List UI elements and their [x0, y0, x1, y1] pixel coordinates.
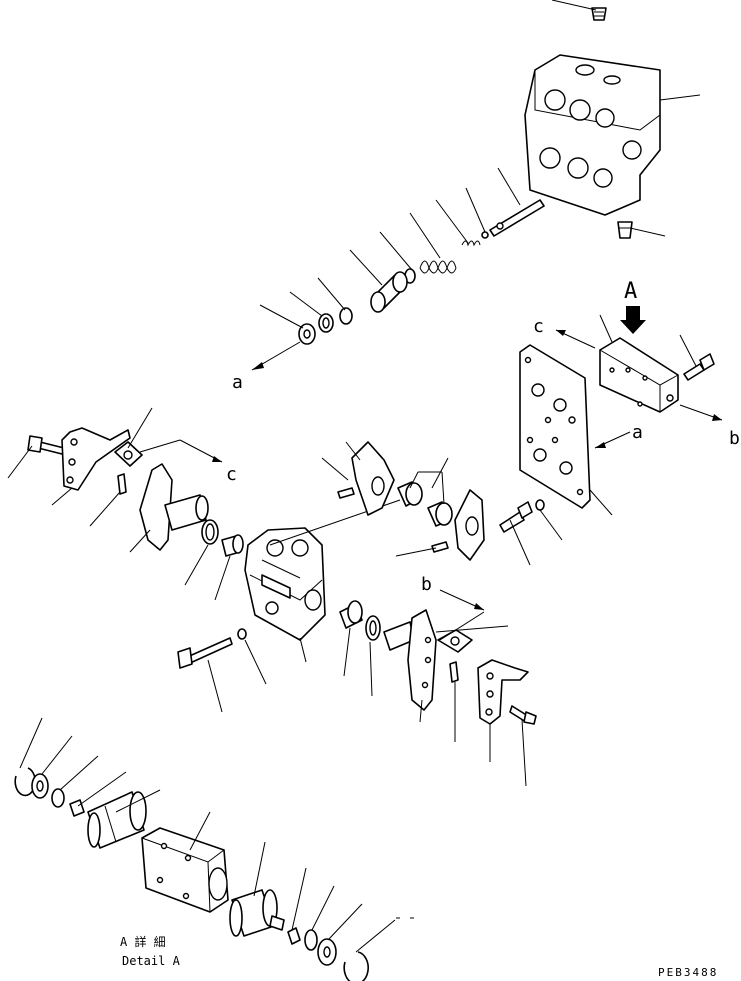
o-ring-right: [304, 929, 318, 951]
bushing-right: [339, 600, 363, 629]
center-block: [244, 527, 326, 641]
leader-lines-middle: [7, 407, 527, 787]
cartridge-left: [87, 791, 147, 849]
ref-label-a-top: a: [232, 372, 243, 393]
lever-plate-right: [477, 659, 529, 725]
seal-left: [201, 519, 219, 545]
solenoid-block: [599, 337, 679, 413]
ref-label-a-right: a: [632, 422, 643, 443]
top-plug: [591, 7, 607, 21]
spool: [489, 199, 545, 237]
leader-lines-top: [259, 0, 701, 329]
gasket-plate: [519, 344, 591, 509]
view-marker-label: A: [624, 279, 637, 304]
leader-lines-bottom: [19, 717, 396, 953]
cam-left: [114, 441, 143, 467]
cartridge-right: [229, 889, 285, 937]
ref-label-b-middle: b: [421, 574, 432, 595]
lever-plate-left: [61, 427, 131, 491]
arrow-a-top: [251, 341, 301, 371]
arrows-middle: [139, 439, 485, 641]
cap-top: [298, 323, 316, 345]
small-ball: [481, 231, 489, 239]
view-arrow: [620, 306, 646, 334]
cam-right: [437, 629, 473, 653]
snap-ring-left: [14, 767, 37, 797]
pilot-right: [287, 927, 301, 945]
rocker-lower: [454, 489, 485, 561]
washer-right: [317, 938, 337, 966]
long-bolt: [177, 637, 233, 669]
washer-plate: [535, 499, 545, 511]
leader-lines-right: [509, 314, 697, 566]
seal-top: [318, 313, 334, 333]
valve-body: [524, 54, 661, 216]
bolt-plate: [499, 501, 533, 533]
lever-left: [139, 463, 209, 551]
detail-title-jp: A 詳 細: [120, 934, 166, 949]
o-ring-left: [51, 788, 65, 808]
pin-lower: [431, 541, 449, 553]
seal-right: [365, 615, 381, 641]
lever-right: [383, 609, 437, 711]
large-spring: [419, 260, 457, 274]
snap-ring-right: [343, 951, 369, 981]
rocker-upper: [351, 441, 395, 516]
bushing-upper-1: [397, 481, 423, 507]
detail-block: [141, 827, 229, 913]
pin-right: [449, 661, 459, 683]
washer-long-bolt: [237, 628, 247, 640]
bushing-left: [221, 534, 244, 557]
bushing-upper-2: [427, 501, 453, 527]
pin-left: [117, 473, 127, 495]
ref-label-b-right: b: [729, 428, 740, 449]
washer-left: [31, 773, 49, 799]
detail-title-en: Detail A: [122, 954, 181, 968]
piston: [370, 271, 408, 313]
screw-right: [509, 705, 537, 725]
ref-label-c-right: c: [533, 316, 544, 337]
pin-upper: [337, 487, 355, 499]
bolt-right: [683, 353, 715, 381]
drawing-code: PEB3488: [658, 966, 718, 979]
o-ring-top: [339, 307, 353, 325]
bottom-plug: [617, 221, 633, 239]
arrows-right: [555, 329, 723, 449]
pilot-left: [69, 799, 85, 817]
ref-label-c-middle: c: [226, 464, 237, 485]
small-spring: [461, 240, 481, 247]
